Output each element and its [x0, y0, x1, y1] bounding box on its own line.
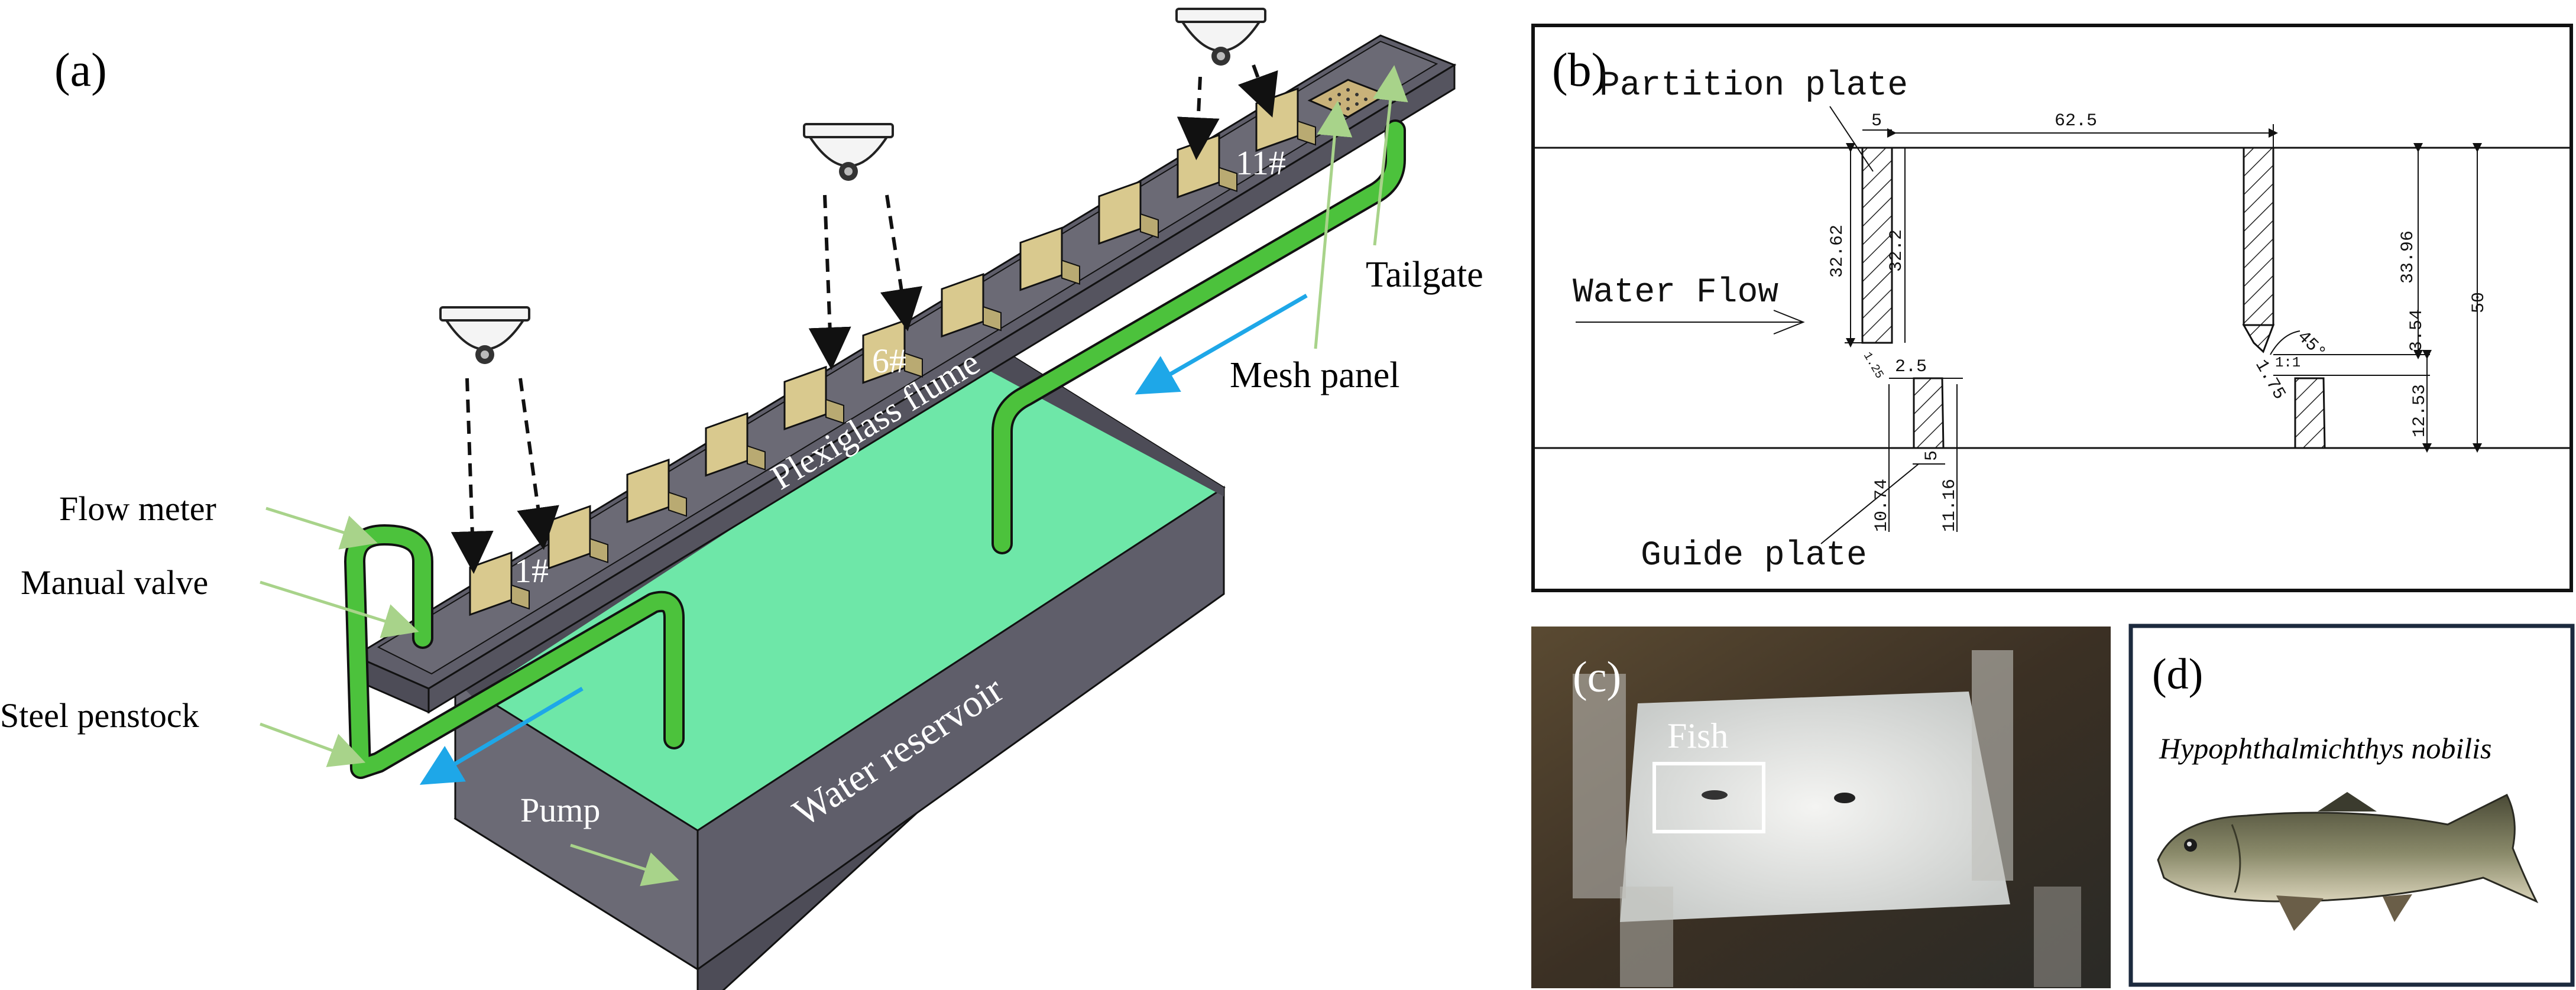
flow-meter-label: Flow meter: [59, 489, 216, 528]
mesh-panel-label: Mesh panel: [1230, 355, 1400, 395]
panel-a-label: (a): [54, 44, 107, 96]
pump-arrow: [570, 843, 679, 887]
dim-3-54: 3.54: [2407, 309, 2427, 352]
panel-b-frame: [1531, 24, 2573, 592]
guide-plate-1: [1913, 377, 1945, 449]
guide-2: [589, 538, 608, 563]
steel-penstock-label: Steel penstock: [0, 696, 199, 735]
dim-5-bottom: 5: [1922, 450, 1942, 461]
guide-plate-label: Guide plate: [1641, 537, 1867, 575]
camera-icon-1: [439, 306, 530, 364]
pump-label: Pump: [520, 791, 600, 829]
dim-2-5: 2.5: [1895, 357, 1927, 377]
dim-32-62: 32.62: [1827, 225, 1848, 278]
manual-valve-arrow: [260, 580, 419, 638]
flow-arrow-return: [1135, 293, 1308, 395]
camera-icon-2: [803, 123, 894, 181]
guide-plate-2: [2294, 377, 2326, 449]
guide-11: [1297, 120, 1316, 146]
partition-plate-1: [1861, 147, 1893, 344]
camera-icon-3: [1175, 8, 1266, 66]
pool-11-label: 11#: [1236, 144, 1286, 182]
dim-12-53: 12.53: [2410, 384, 2430, 437]
dim-10-74: 10.74: [1872, 479, 1892, 532]
species-name: Hypophthalmichthys nobilis: [2159, 732, 2491, 765]
steel-penstock-arrow: [260, 722, 366, 767]
manual-valve-label: Manual valve: [21, 563, 208, 602]
tank-floor: [1620, 692, 2010, 922]
fish-2: [1834, 793, 1855, 803]
tank-baffle-left: [1573, 674, 1626, 898]
partition-plate-2: [2243, 147, 2274, 326]
fish-1: [1702, 790, 1728, 800]
dim-1-1: 1:1: [2275, 355, 2300, 371]
panel-d-species: (d) Hypophthalmichthys nobilis: [2128, 624, 2575, 987]
partition-plate-2-tip: [2242, 324, 2275, 353]
panel-b-label: (b): [1552, 44, 1607, 96]
dim-62-5: 62.5: [2055, 111, 2097, 131]
pool-1-label: 1#: [514, 551, 549, 590]
guide-5: [825, 398, 844, 424]
guide-7: [983, 306, 1002, 332]
panel-b-cad-drawing: (b) Partition plate Water Flow Guide pla…: [1531, 24, 2573, 592]
guide-8: [1061, 259, 1080, 285]
dim-11-16: 11.16: [1940, 479, 1960, 532]
fish-highlight-box: [1652, 762, 1765, 833]
flow-meter-arrow: [265, 507, 378, 550]
dim-5-top: 5: [1871, 111, 1882, 131]
partition-plate-label: Partition plate: [1599, 67, 1908, 105]
panel-d-label: (d): [2152, 650, 2203, 699]
guide-3: [668, 491, 687, 517]
dimension-lines: [1820, 106, 2482, 544]
camera-view-lines: [451, 64, 1278, 574]
guide-10: [1219, 167, 1237, 192]
guide-6: [904, 352, 923, 378]
panel-a-flume-diagram: (a) Water reservoir Pump Plexiglass flum…: [0, 8, 1483, 990]
water-flow-label: Water Flow: [1573, 274, 1778, 312]
dim-33-96: 33.96: [2398, 231, 2418, 284]
fish-label: Fish: [1667, 716, 1728, 755]
fish-illustration: [2157, 792, 2539, 931]
panel-c-label: (c): [1573, 653, 1621, 702]
pool-6-label: 6#: [872, 342, 906, 380]
tank-baffle-right: [1972, 650, 2013, 881]
dim-50: 50: [2469, 292, 2489, 313]
mesh-panel-arrow: [1314, 100, 1353, 349]
tailgate-arrow: [1372, 65, 1408, 246]
guide-9: [1140, 213, 1159, 239]
guide-4: [747, 445, 766, 470]
dim-32-2: 32.2: [1887, 229, 1907, 272]
flow-arrow-penstock: [419, 686, 584, 785]
panel-c-photo: Fish (c): [1531, 627, 2111, 988]
guide-1: [511, 584, 530, 610]
tailgate-label: Tailgate: [1366, 255, 1483, 295]
